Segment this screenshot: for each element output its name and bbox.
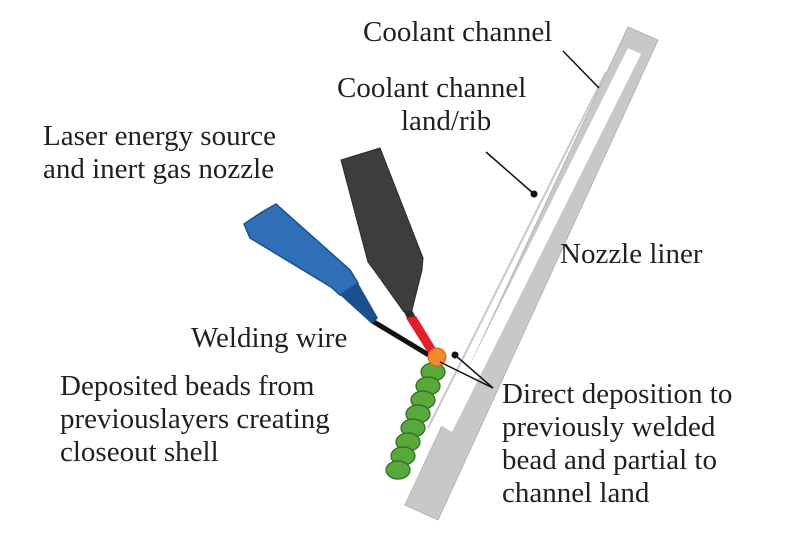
- leader-rib-dot: [530, 190, 538, 198]
- coolant-channel-rib: [427, 71, 607, 429]
- leader-deposition-2: [454, 354, 494, 389]
- coolant-channel: [440, 48, 641, 432]
- label-coolant-channel: Coolant channel: [363, 16, 553, 48]
- bead: [385, 460, 411, 480]
- leader-deposition-dot: [451, 351, 459, 359]
- leader-coolant-channel: [562, 50, 600, 89]
- label-nozzle-liner: Nozzle liner: [560, 238, 703, 270]
- label-laser-source: Laser energy source and inert gas nozzle: [43, 120, 276, 185]
- leader-deposition-1: [439, 361, 494, 389]
- welding-wire: [371, 319, 435, 360]
- melt-pool: [427, 347, 447, 367]
- label-direct-deposition: Direct deposition to previously welded b…: [502, 378, 733, 509]
- label-deposited-beads: Deposited beads from previouslayers crea…: [60, 370, 330, 468]
- label-coolant-channel-land: Coolant channel land/rib: [337, 72, 527, 137]
- laser-beam: [406, 316, 438, 356]
- deposited-beads: [385, 362, 446, 480]
- wire-feeder: [243, 203, 378, 324]
- label-welding-wire: Welding wire: [191, 322, 348, 354]
- leader-channel-rib: [485, 151, 535, 195]
